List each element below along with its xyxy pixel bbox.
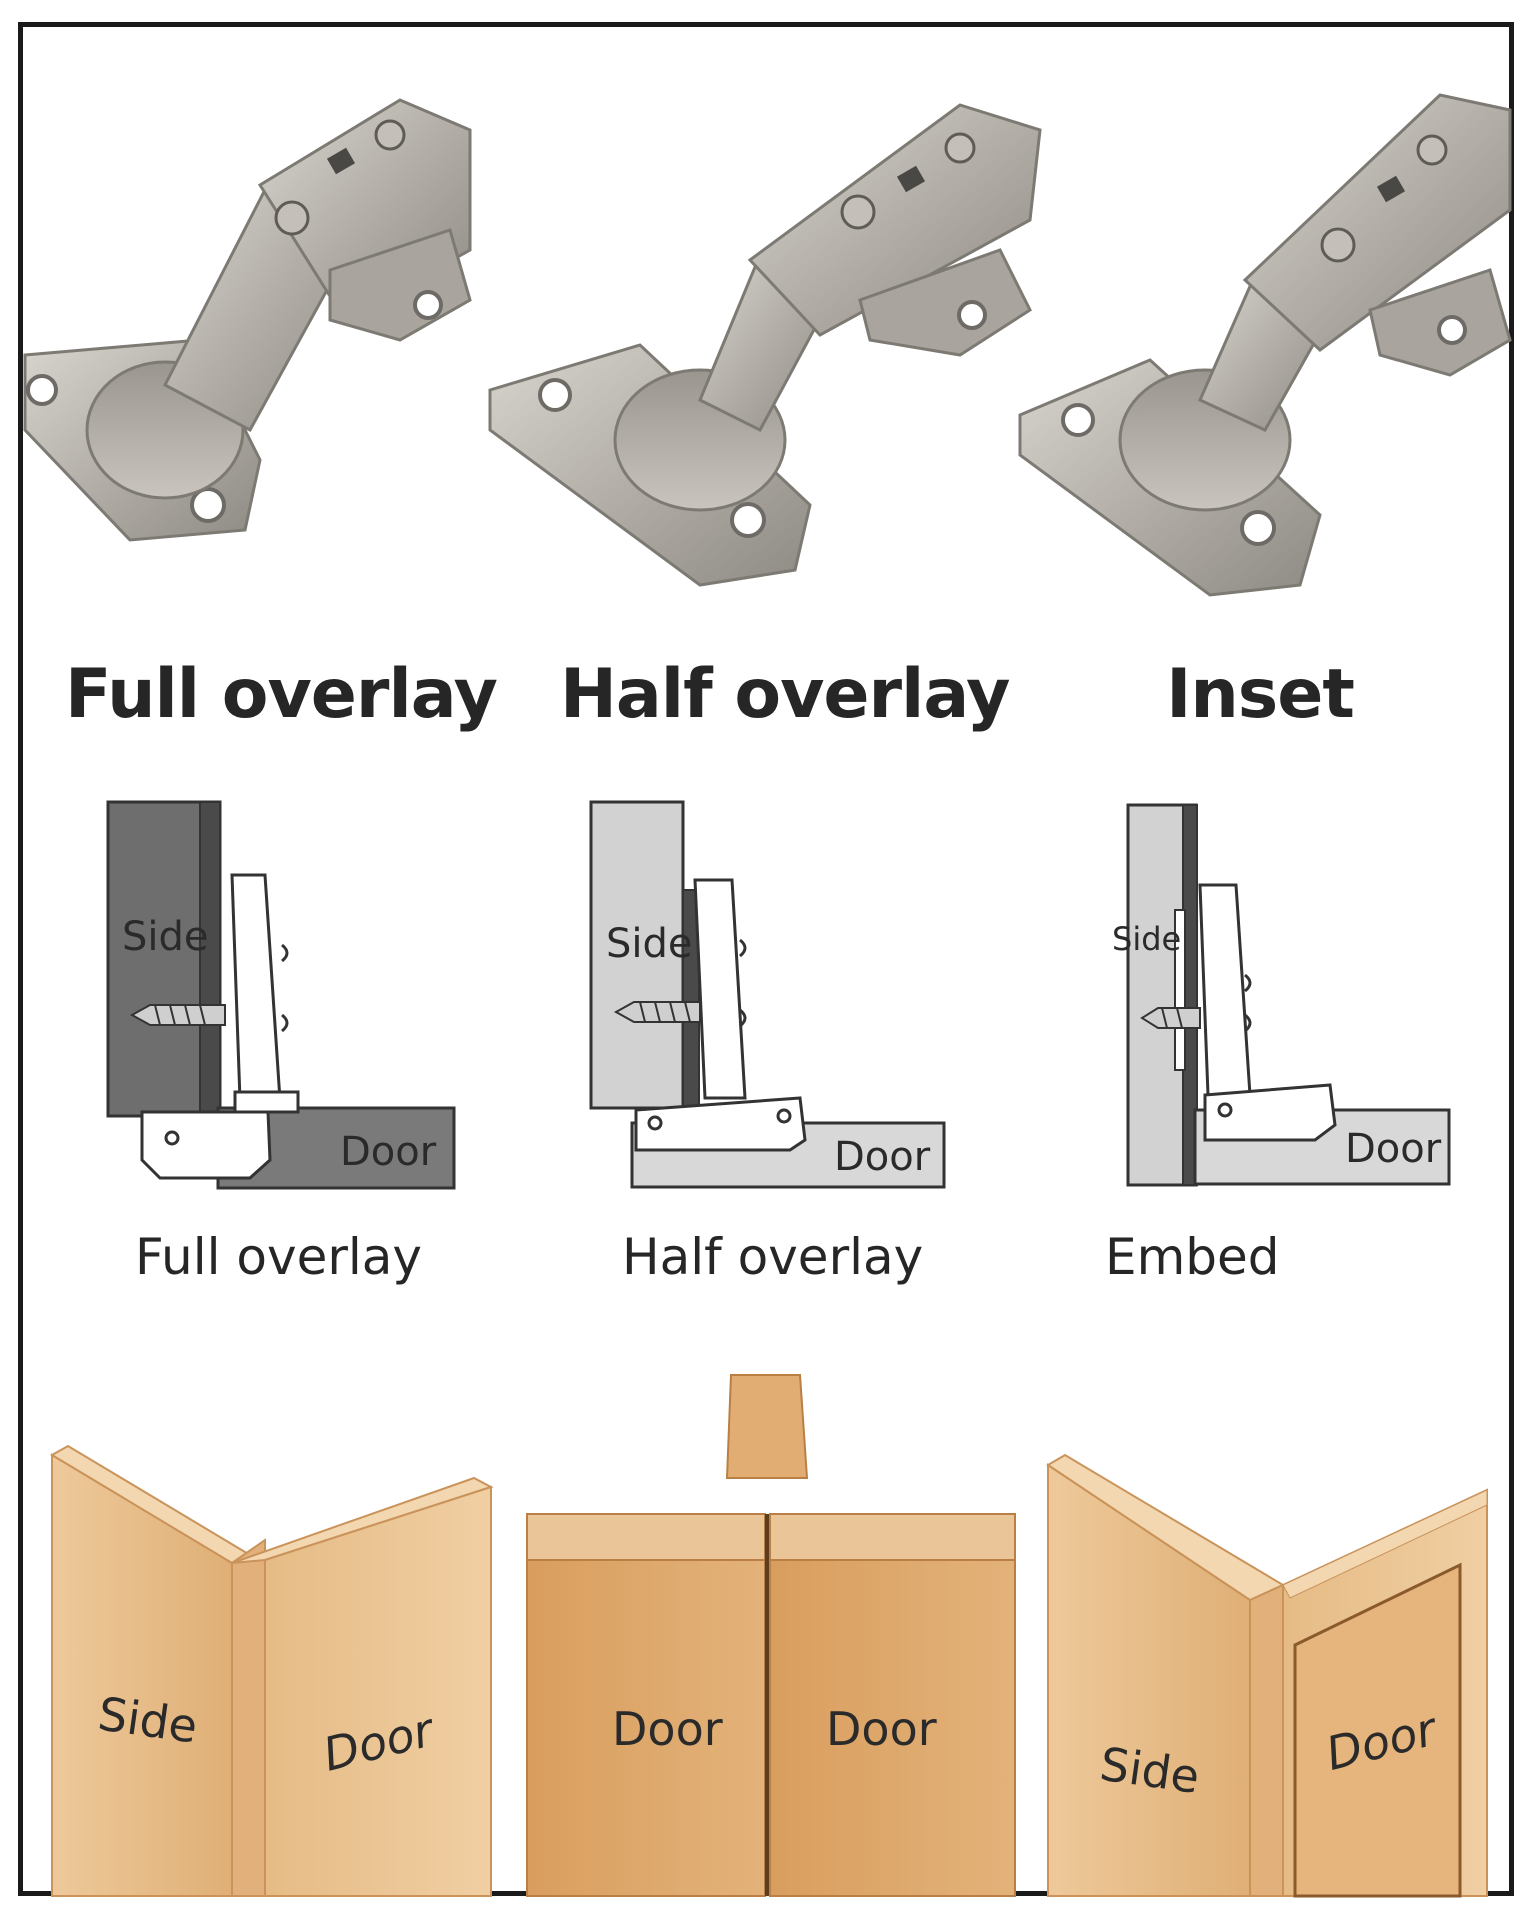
caption-full-overlay: Full overlay bbox=[135, 1228, 423, 1286]
heading-full-overlay: Full overlay bbox=[65, 655, 498, 734]
diagram-side-label: Side bbox=[1112, 920, 1181, 958]
diagram-door-label: Door bbox=[834, 1134, 931, 1180]
caption-embed: Embed bbox=[1105, 1228, 1280, 1286]
diagram-side-label: Side bbox=[606, 921, 693, 967]
wood-door-right-label: Door bbox=[826, 1702, 937, 1756]
hinge-half-overlay-image bbox=[488, 103, 1042, 587]
caption-half-overlay: Half overlay bbox=[622, 1228, 924, 1286]
wood-door-left-label: Door bbox=[612, 1702, 723, 1756]
wood-panel-full-overlay: Side Door bbox=[50, 1444, 494, 1897]
diagram-door-label: Door bbox=[1345, 1126, 1442, 1172]
diagram-half-overlay: Side Door bbox=[589, 800, 946, 1189]
diagram-full-overlay: Side Door bbox=[106, 800, 456, 1190]
diagram-side-label: Side bbox=[122, 914, 209, 960]
wood-panel-inset: Side Door bbox=[1046, 1453, 1488, 1898]
diagram-inset: Side Door bbox=[1112, 803, 1451, 1187]
heading-inset: Inset bbox=[1166, 655, 1355, 734]
wood-panel-half-overlay: Door Door bbox=[526, 1374, 1016, 1897]
hinge-inset-image bbox=[1018, 93, 1512, 597]
diagram-door-label: Door bbox=[340, 1129, 437, 1175]
heading-half-overlay: Half overlay bbox=[560, 655, 1011, 734]
hinge-full-overlay-image bbox=[23, 98, 472, 542]
